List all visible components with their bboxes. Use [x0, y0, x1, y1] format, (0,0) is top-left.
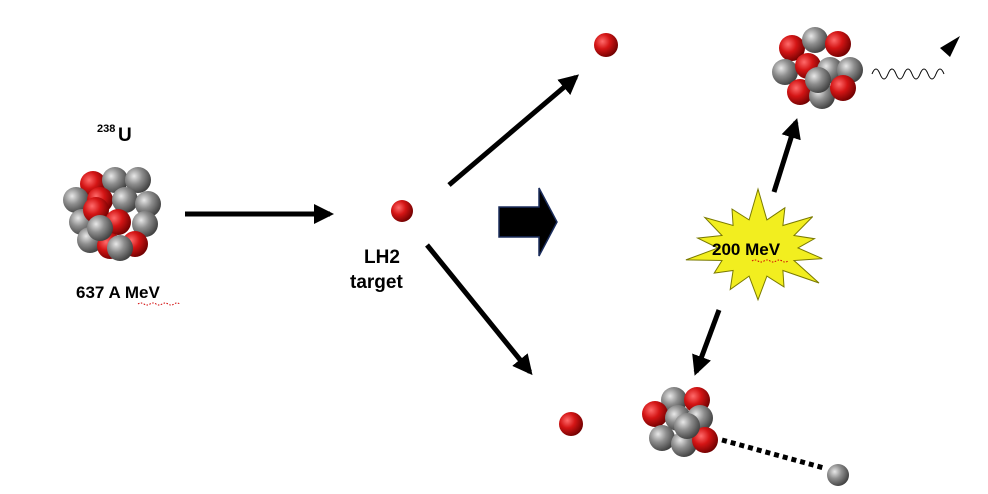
spellcheck-underline-2: [751, 259, 789, 263]
neutron-ball-icon: [125, 167, 151, 193]
neutron-ball-icon: [805, 67, 831, 93]
uranium-nucleus-icon: [63, 167, 161, 261]
beam-energy-label: 637 A MeV: [76, 283, 160, 302]
neutron-ball-icon: [135, 191, 161, 217]
scatter-arrow-down: [425, 243, 533, 376]
neutron-ball-icon: [87, 215, 113, 241]
isotope-mass-number: 238: [97, 123, 115, 135]
proton-ball-icon: [779, 35, 805, 61]
isotope-symbol: U: [118, 125, 132, 146]
proton-ball-icon: [825, 31, 851, 57]
neutron-ball-icon: [107, 235, 133, 261]
neutron-ball-icon: [649, 425, 675, 451]
proton-ball-icon: [830, 75, 856, 101]
proton-ball-icon: [642, 401, 668, 427]
neutron-ball-icon: [802, 27, 828, 53]
emitted-neutron-icon: [827, 464, 849, 486]
fragment-arrow-down: [692, 309, 722, 376]
target-label-line1: LH2: [364, 247, 400, 268]
fragment-arrow-up: [771, 118, 801, 193]
energy-release-label: 200 MeV: [712, 240, 781, 259]
emitted-neutron-path: [721, 437, 825, 471]
target-proton-icon: [391, 200, 413, 222]
scatter-arrow-up: [447, 74, 580, 187]
scattered-proton-top-icon: [594, 33, 618, 57]
proton-ball-icon: [692, 427, 718, 453]
energy-starburst-icon: [685, 187, 823, 302]
gamma-arrowhead-icon: [940, 36, 960, 57]
neutron-ball-icon: [132, 211, 158, 237]
target-label-line2: target: [350, 272, 403, 293]
spellcheck-underline: [137, 302, 181, 306]
gamma-wave-icon: [871, 68, 945, 80]
neutron-ball-icon: [674, 413, 700, 439]
neutron-ball-icon: [112, 187, 138, 213]
neutron-ball-icon: [772, 59, 798, 85]
neutron-ball-icon: [102, 167, 128, 193]
fission-fragment-top-icon: [772, 27, 863, 109]
transition-block-arrow-icon: [498, 187, 558, 257]
scattered-proton-bottom-icon: [559, 412, 583, 436]
fission-fragment-bottom-icon: [642, 387, 718, 457]
neutron-ball-icon: [63, 187, 89, 213]
